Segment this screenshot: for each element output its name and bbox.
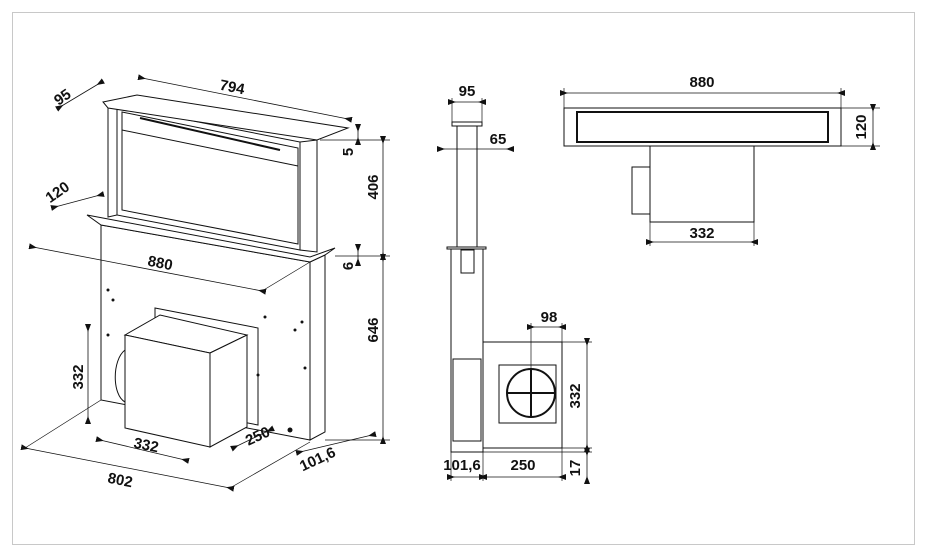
side-chimney xyxy=(456,125,478,248)
side-body xyxy=(450,248,484,453)
isometric-view: 794 95 120 880 5 406 6 646 332 332 250 1… xyxy=(20,74,390,492)
dim-label-6: 6 xyxy=(340,262,357,270)
side-panel xyxy=(452,358,482,442)
ext-line xyxy=(261,261,311,292)
dim-label-332: 332 xyxy=(567,383,584,408)
dim-label-17: 17 xyxy=(567,460,584,477)
ext-line xyxy=(24,399,102,449)
top-outlet-duct xyxy=(631,166,651,215)
top-view: 880 120 332 xyxy=(560,74,880,246)
body-side-face xyxy=(309,254,326,441)
side-view: 95 65 98 332 17 101,6 250 xyxy=(437,83,592,484)
side-top-cap xyxy=(451,121,483,127)
dim-label-95: 95 xyxy=(459,83,476,100)
dim-label-332-h: 332 xyxy=(132,435,160,456)
dim-label-802: 802 xyxy=(106,470,134,491)
motor-outlet xyxy=(114,349,126,403)
dim-label-120: 120 xyxy=(43,178,73,206)
motor-side xyxy=(209,334,248,448)
dim-label-95: 95 xyxy=(51,86,74,109)
dim-line-101-6 xyxy=(295,431,377,456)
dim-line-880 xyxy=(28,243,267,295)
side-bracket xyxy=(460,249,475,274)
dim-line-250 xyxy=(230,425,275,452)
dim-label-880: 880 xyxy=(689,74,714,91)
dim-label-120: 120 xyxy=(853,114,870,139)
drawing-frame xyxy=(12,12,915,545)
dim-label-646: 646 xyxy=(365,317,382,342)
dim-label-250: 250 xyxy=(510,457,535,474)
air-intake-slot xyxy=(139,117,281,151)
screw-holes xyxy=(106,288,307,433)
dim-label-332: 332 xyxy=(689,225,714,242)
right-side-panel xyxy=(299,139,318,253)
base-top xyxy=(86,214,336,263)
dim-label-880: 880 xyxy=(146,253,174,274)
dim-line-794 xyxy=(137,74,353,123)
top-glass-slot xyxy=(576,111,829,143)
glass-inner xyxy=(121,111,299,245)
top-outer xyxy=(563,107,842,147)
dim-label-332-v: 332 xyxy=(70,364,87,389)
top-motor-box xyxy=(649,145,755,223)
left-side-panel xyxy=(107,105,118,218)
dim-label-5: 5 xyxy=(340,148,357,156)
dim-label-406: 406 xyxy=(365,174,382,199)
dim-label-794: 794 xyxy=(218,77,246,99)
dim-label-65: 65 xyxy=(490,131,507,148)
side-motor-plate xyxy=(482,341,563,449)
side-fan-square xyxy=(498,364,557,424)
dim-line-120 xyxy=(50,191,105,211)
ext-line xyxy=(229,441,311,489)
dim-label-101-6: 101,6 xyxy=(297,444,338,475)
dim-line-95 xyxy=(55,78,105,112)
dim-label-98: 98 xyxy=(541,309,558,326)
dim-label-101-6: 101,6 xyxy=(443,457,481,474)
dim-line-802 xyxy=(20,444,235,492)
motor-front xyxy=(124,334,211,448)
panel-line xyxy=(121,129,299,167)
